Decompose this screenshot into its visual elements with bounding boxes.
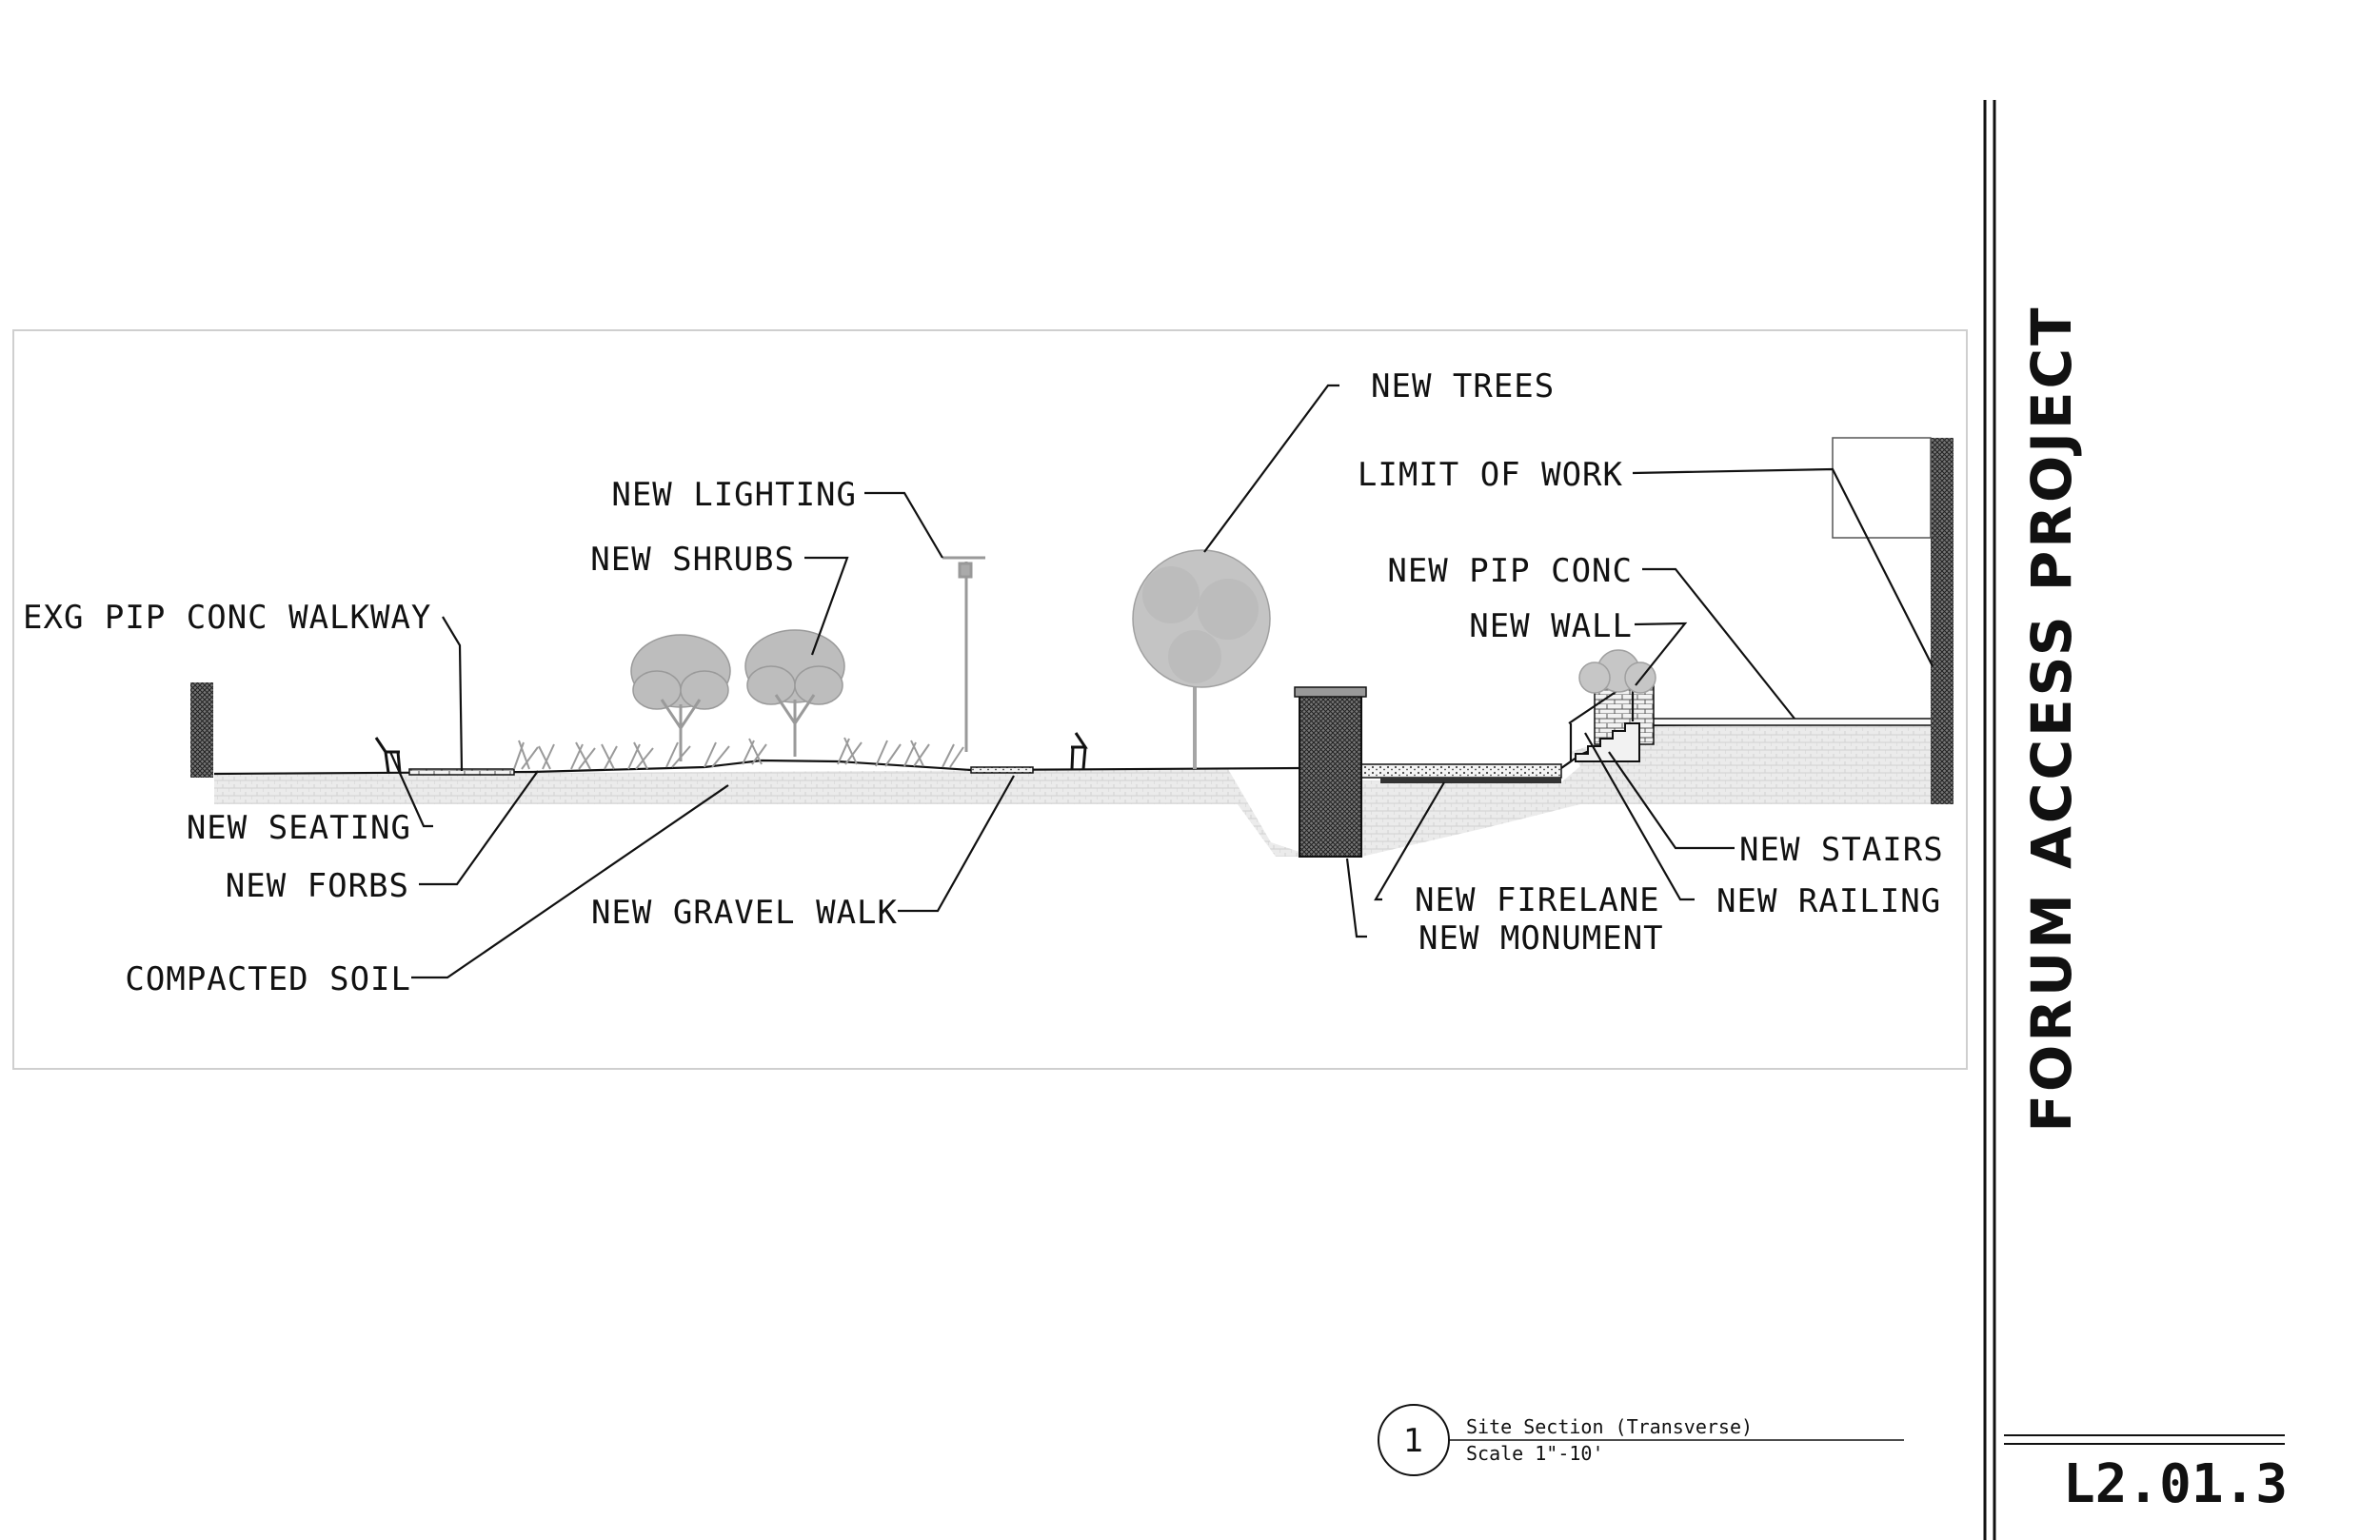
label-exg-walkway: EXG PIP CONC WALKWAY (23, 599, 431, 637)
light-pole (942, 556, 985, 752)
label-new-pip-conc: NEW PIP CONC (1387, 552, 1633, 590)
label-new-wall: NEW WALL (1469, 607, 1633, 645)
firelane-slab (1360, 763, 1562, 779)
stair-profile (1575, 722, 1640, 762)
label-new-stairs: NEW STAIRS (1739, 831, 1944, 869)
limit-of-work-box (1832, 437, 1932, 539)
sheet-number: L2.01.3 (2063, 1453, 2288, 1515)
label-new-forbs: NEW FORBS (226, 867, 409, 905)
forbs (513, 737, 964, 770)
label-new-railing: NEW RAILING (1716, 882, 1941, 920)
label-new-trees: NEW TREES (1371, 367, 1555, 405)
firelane-base (1380, 778, 1561, 783)
monument-cap (1294, 686, 1367, 698)
gravel-walk-slab (970, 766, 1034, 774)
shrub-stems (660, 694, 816, 761)
pip-conc-slab (1651, 718, 1938, 726)
label-new-monument: NEW MONUMENT (1418, 919, 1664, 958)
label-limit-of-work: LIMIT OF WORK (1358, 456, 1623, 494)
leader-lines (388, 384, 1934, 979)
label-new-shrubs: NEW SHRUBS (590, 541, 795, 579)
existing-wall-right (1931, 438, 1954, 804)
project-title: FORUM ACCESS PROJECT (2019, 305, 2084, 1132)
label-new-gravel-walk: NEW GRAVEL WALK (591, 894, 898, 932)
shrubs (630, 629, 845, 710)
caption-scale: Scale 1"-10' (1466, 1442, 1604, 1465)
wall-shrub (1578, 649, 1656, 694)
label-new-firelane: NEW FIRELANE (1415, 881, 1660, 919)
compacted-soil-fill (214, 723, 1933, 857)
tree (1132, 549, 1271, 769)
caption-number: 1 (1403, 1422, 1424, 1460)
bench-right (1070, 732, 1088, 770)
existing-wall-left (190, 682, 213, 778)
monument (1299, 692, 1362, 858)
section-frame (12, 329, 1968, 1070)
caption-title: Site Section (Transverse) (1466, 1415, 1753, 1438)
bench-left (374, 737, 402, 774)
label-compacted-soil: COMPACTED SOIL (125, 960, 411, 998)
label-new-seating: NEW SEATING (187, 809, 411, 847)
label-new-lighting: NEW LIGHTING (611, 476, 857, 514)
